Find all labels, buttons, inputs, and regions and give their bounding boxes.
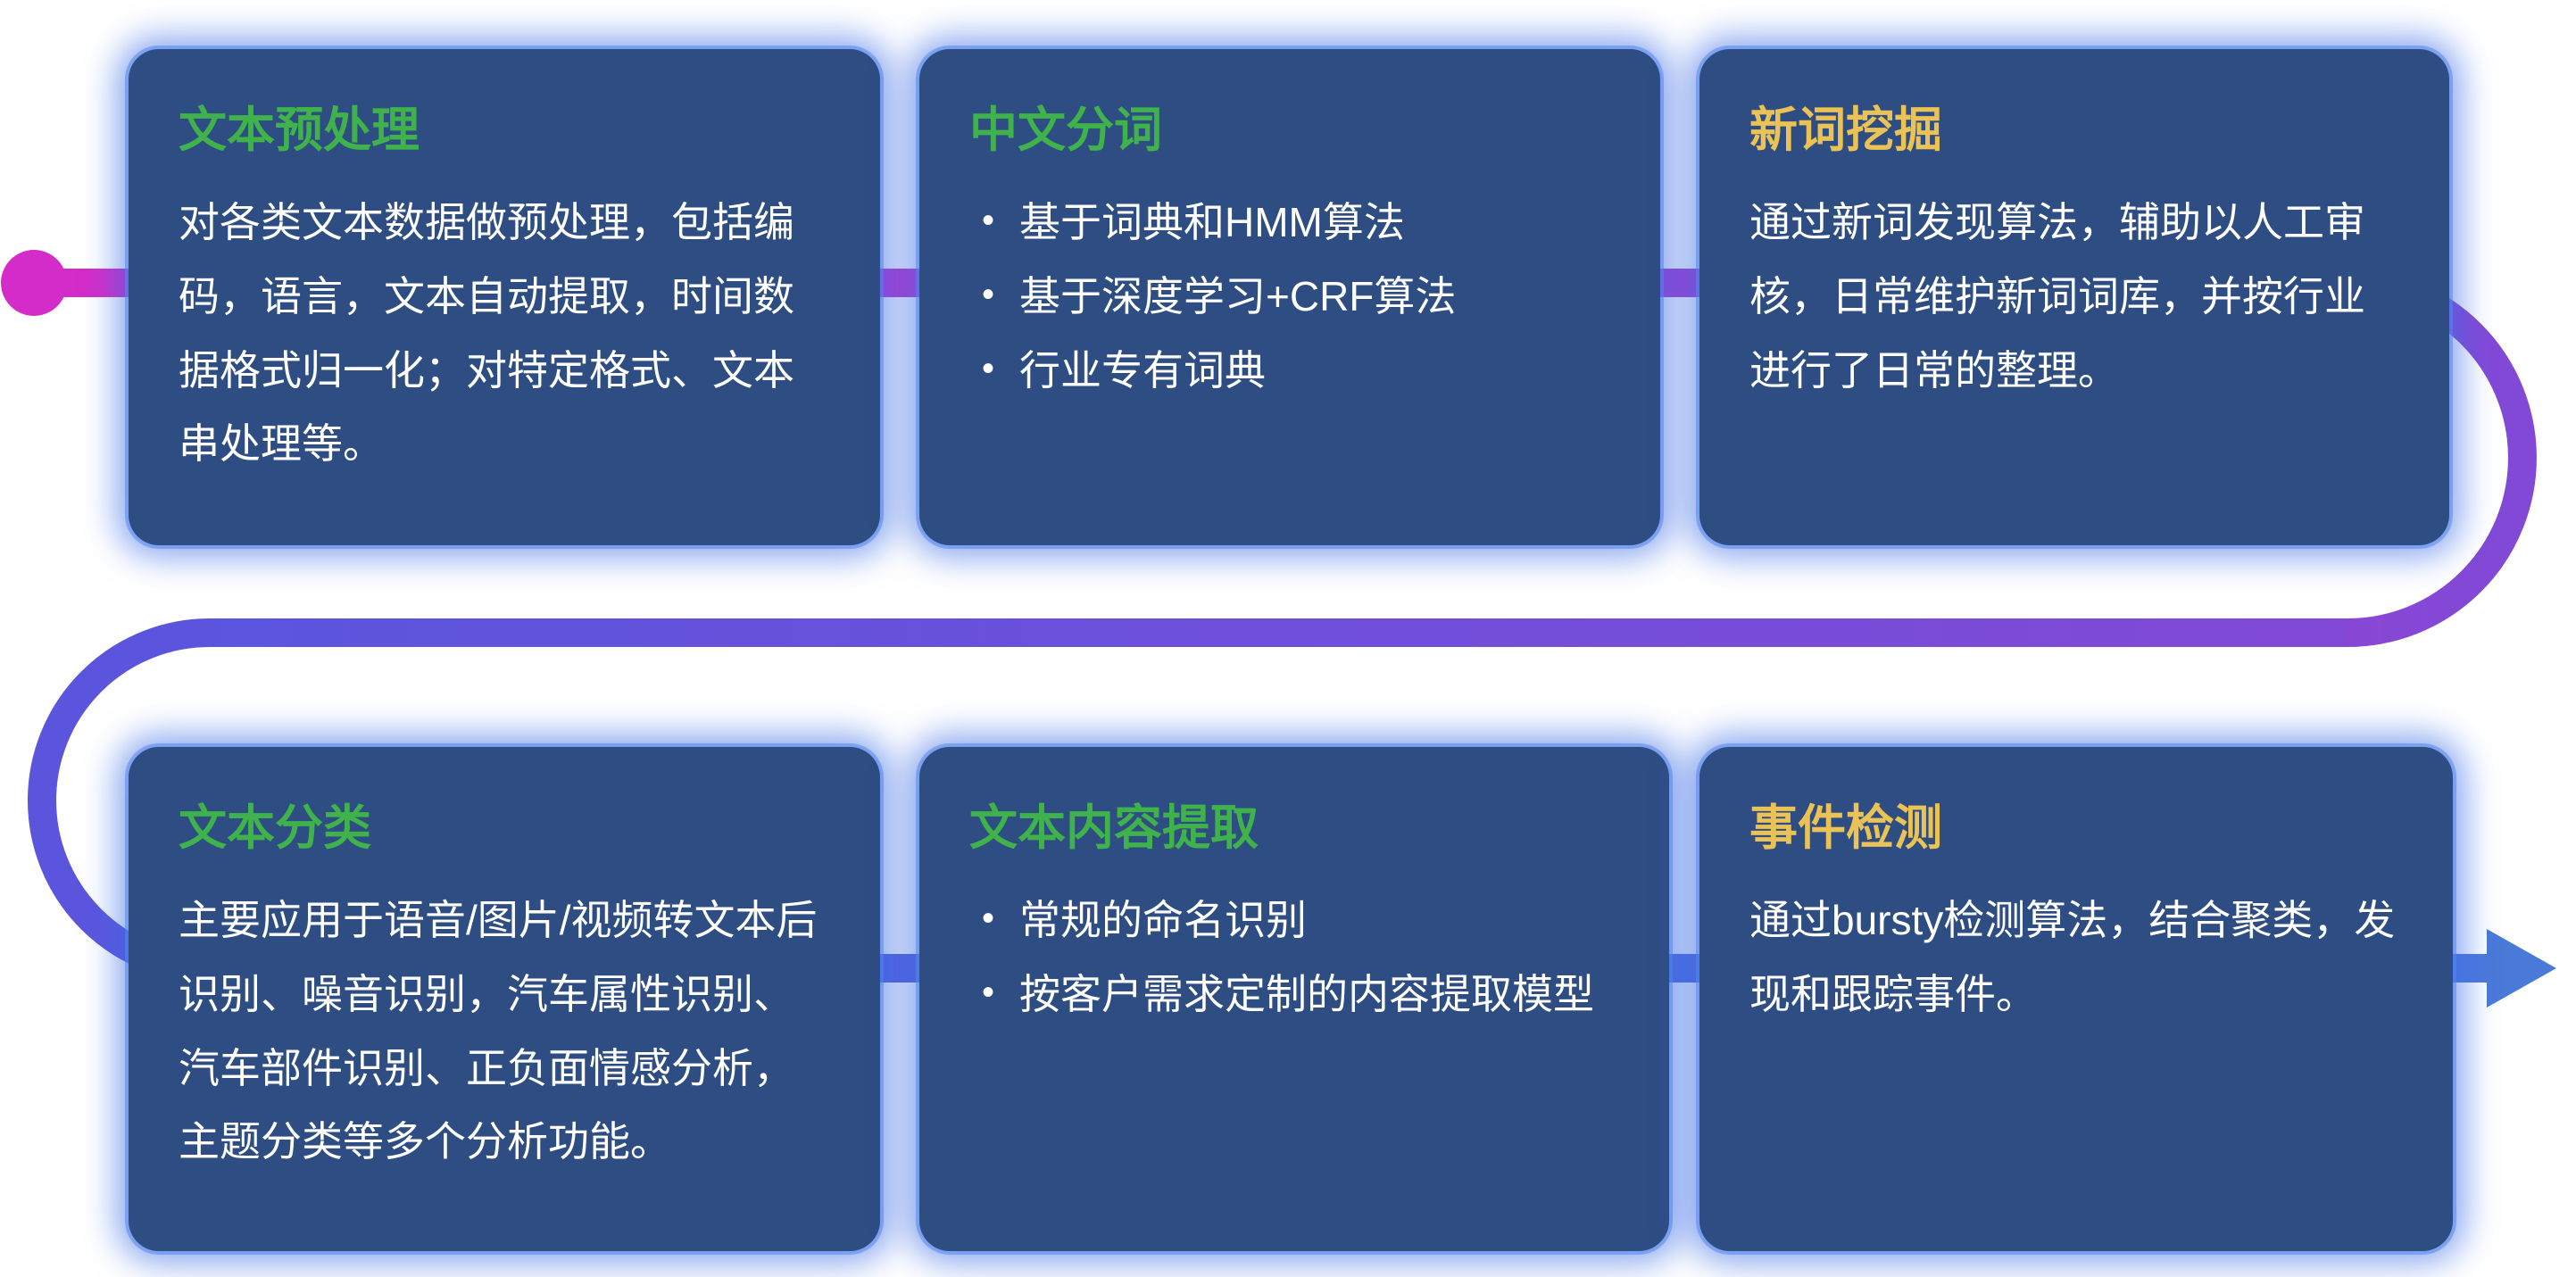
bullet-item: • 按客户需求定制的内容提取模型 xyxy=(969,958,1619,1032)
bullet-icon: • xyxy=(982,201,995,240)
card-title: 中文分词 xyxy=(969,104,1162,157)
bullet-list: • 常规的命名识别 • 按客户需求定制的内容提取模型 xyxy=(969,883,1619,1032)
card-body: 通过bursty检测算法，结合聚类，发现和跟踪事件。 xyxy=(1749,897,2396,1017)
card-body: 主要应用于语音/图片/视频转文本后识别、噪音识别，汽车属性识别、汽车部件识别、正… xyxy=(179,897,818,1165)
bullet-item: • 基于深度学习+CRF算法 xyxy=(969,260,1610,334)
bullet-icon: • xyxy=(982,899,995,938)
card-title: 文本分类 xyxy=(179,801,371,855)
flow-arrow-icon xyxy=(2487,929,2556,1008)
card-text-preprocessing: 文本预处理 对各类文本数据做预处理，包括编码，语言，文本自动提取，时间数据格式归… xyxy=(129,49,880,545)
bullet-icon: • xyxy=(982,972,995,1012)
card-title: 文本预处理 xyxy=(179,104,420,157)
card-text-classification: 文本分类 主要应用于语音/图片/视频转文本后识别、噪音识别，汽车属性识别、汽车部… xyxy=(129,747,880,1251)
flow-start-dot xyxy=(1,250,67,316)
bullet-text: 按客户需求定制的内容提取模型 xyxy=(1019,970,1594,1017)
bullet-icon: • xyxy=(982,348,995,388)
bullet-text: 行业专有词典 xyxy=(1019,346,1266,394)
bullet-text: 基于词典和HMM算法 xyxy=(1019,199,1405,245)
bullet-icon: • xyxy=(982,274,995,314)
card-chinese-word-segmentation: 中文分词 • 基于词典和HMM算法 • 基于深度学习+CRF算法 • 行业专有词… xyxy=(919,49,1660,545)
bullet-item: • 行业专有词典 xyxy=(969,334,1610,408)
card-title: 文本内容提取 xyxy=(969,801,1259,855)
card-new-word-mining: 新词挖掘 通过新词发现算法，辅助以人工审核，日常维护新词词库，并按行业进行了日常… xyxy=(1699,49,2449,545)
card-body: 通过新词发现算法，辅助以人工审核，日常维护新词词库，并按行业进行了日常的整理。 xyxy=(1749,199,2365,394)
card-title: 新词挖掘 xyxy=(1749,104,1942,157)
bullet-list: • 基于词典和HMM算法 • 基于深度学习+CRF算法 • 行业专有词典 xyxy=(969,186,1610,407)
bullet-item: • 常规的命名识别 xyxy=(969,883,1619,958)
card-event-detection: 事件检测 通过bursty检测算法，结合聚类，发现和跟踪事件。 xyxy=(1699,747,2453,1251)
card-text-content-extraction: 文本内容提取 • 常规的命名识别 • 按客户需求定制的内容提取模型 xyxy=(919,747,1669,1251)
bullet-text: 常规的命名识别 xyxy=(1019,897,1307,943)
bullet-item: • 基于词典和HMM算法 xyxy=(969,186,1610,260)
bullet-text: 基于深度学习+CRF算法 xyxy=(1019,272,1457,319)
card-body: 对各类文本数据做预处理，包括编码，语言，文本自动提取，时间数据格式归一化；对特定… xyxy=(179,199,794,468)
card-title: 事件检测 xyxy=(1749,801,1942,855)
